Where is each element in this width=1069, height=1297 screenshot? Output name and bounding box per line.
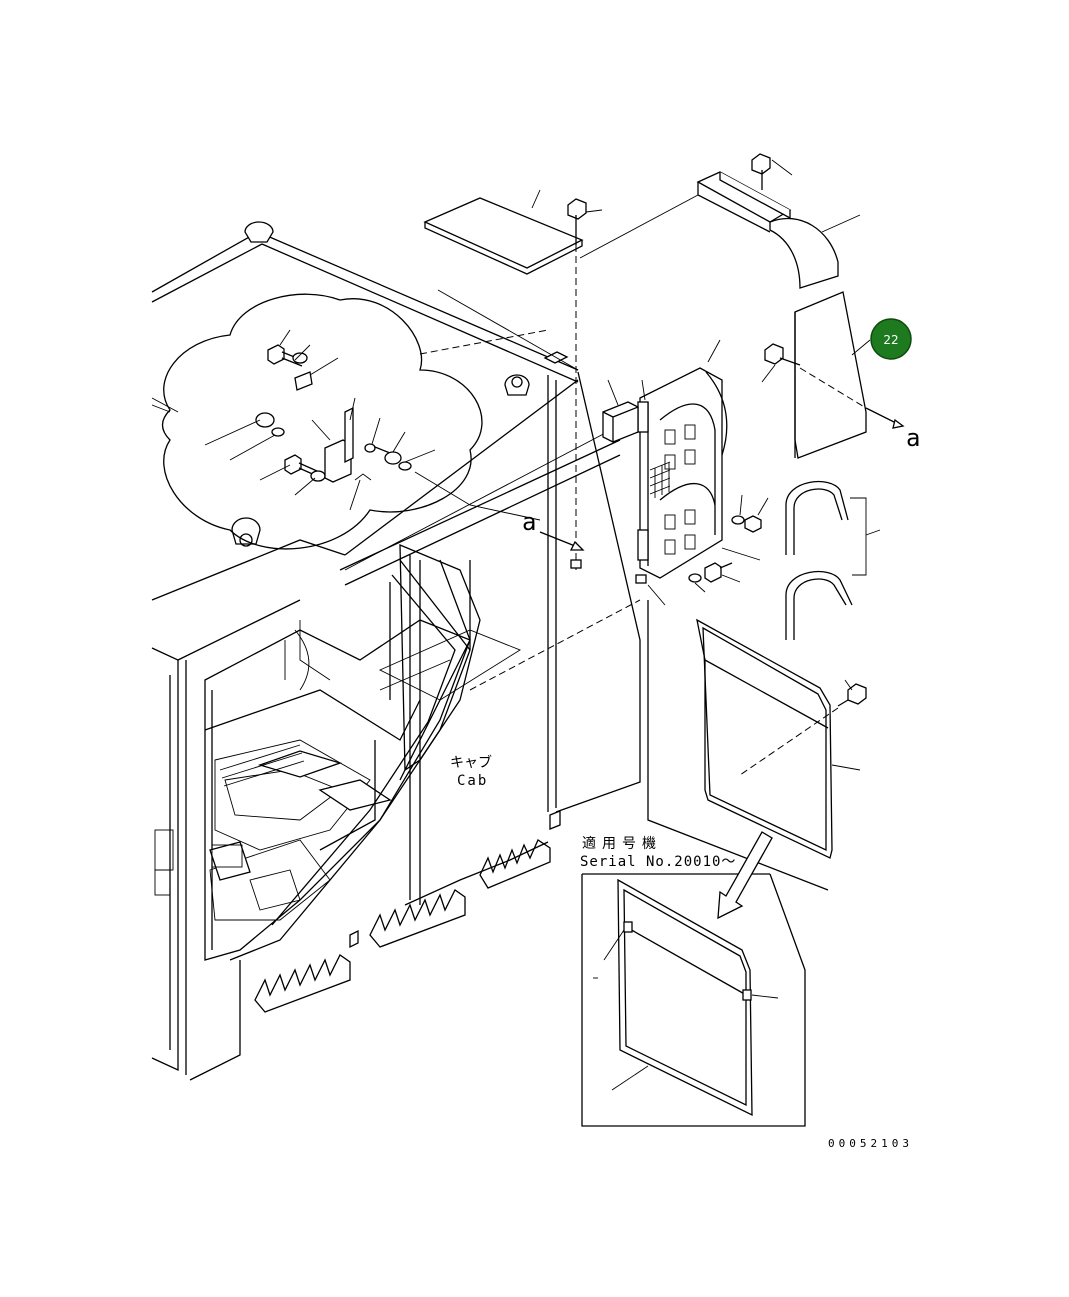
top-cover-plate: [423, 189, 603, 570]
view-a-label-left: a: [522, 508, 536, 536]
view-a-label-right: a: [906, 424, 920, 452]
callout-22[interactable]: 22: [870, 318, 912, 360]
lower-door-panel: [419, 329, 867, 891]
right-side-panel: [761, 291, 905, 459]
upper-right-cover: [579, 153, 861, 289]
inset-arrow: [717, 831, 773, 920]
drawing-number: 00052103: [828, 1137, 913, 1150]
serial-label-en: Serial No.20010～: [580, 854, 736, 870]
serial-label-jp: 適用号機: [582, 835, 662, 852]
cab-label-en: Cab: [457, 773, 488, 789]
cab-label-jp: キャブ: [450, 754, 492, 771]
serial-inset: [581, 831, 806, 1127]
callout-number[interactable]: 22: [883, 333, 898, 347]
detail-cloud: [151, 293, 541, 550]
door-frame-grille: [602, 339, 769, 606]
floor-brackets: [254, 810, 561, 1013]
callout-circle[interactable]: [870, 318, 912, 360]
cab-frame: [151, 221, 641, 1081]
handle-bars: [785, 480, 881, 640]
